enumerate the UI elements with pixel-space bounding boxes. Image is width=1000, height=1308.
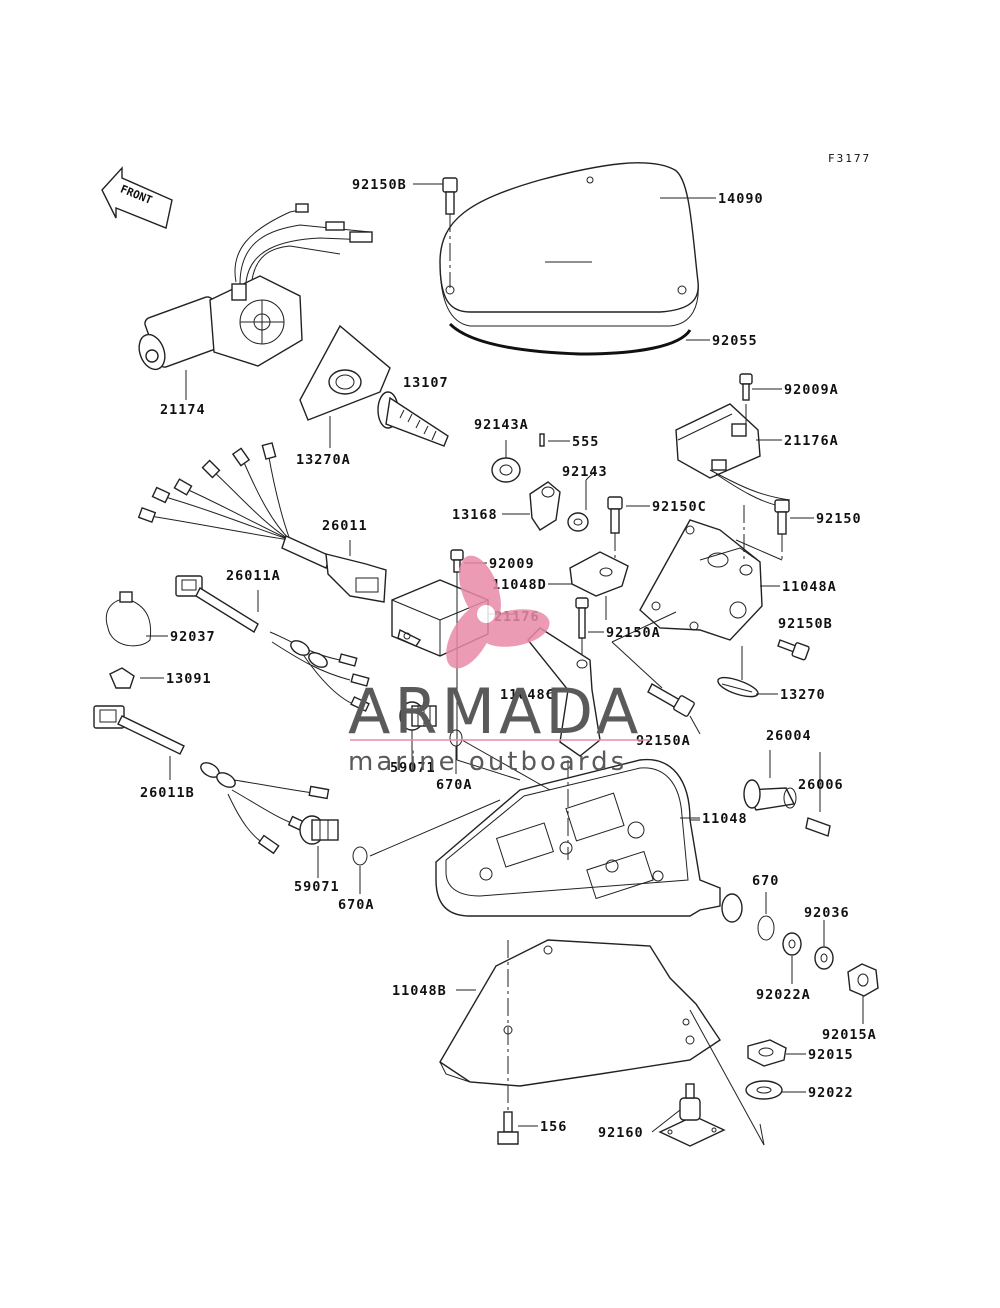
part-label: 92009A [784,382,839,398]
bolt-156-drawing [497,1111,519,1145]
shaft-13107-drawing [377,391,449,447]
pin-13270-drawing [717,646,759,698]
band-92037-drawing [105,591,152,647]
part-label: 26011B [140,785,195,801]
part-label: 13091 [166,671,212,687]
part-label: 92143A [474,417,529,433]
part-label: 11048C [500,687,555,703]
bolt-92009-drawing [450,549,464,760]
watermark: ARMADA marine outboards [348,555,650,777]
nut-92015-drawing [747,1039,787,1067]
harness-26011-drawing [137,442,387,603]
part-label: 11048 [702,811,748,827]
washer-92022A-drawing [782,932,802,956]
part-label: 670 [752,873,779,889]
part-label: 670A [338,897,375,913]
switch-21176A-drawing [675,403,791,507]
nut-92015A-drawing [847,963,879,997]
propeller-logo-icon [446,555,550,669]
motor-21174-drawing [138,203,373,400]
part-label: 26006 [798,777,844,793]
part-label: 92036 [804,905,850,921]
part-label: 92009 [489,556,535,572]
part-label: 14090 [718,191,764,207]
part-label: 11048D [492,577,547,593]
case-11048-drawing [435,758,743,923]
part-label: 92150 [816,511,862,527]
seal-92055-drawing [448,322,692,356]
plate-13270A-drawing [299,324,391,448]
harness-26011B-drawing [93,705,330,855]
part-label: 92143 [562,464,608,480]
bolt-92009A-drawing [739,373,753,401]
bolt-92150A-lower-drawing [647,683,695,717]
part-label: 92022A [756,987,811,1003]
part-label: 11048A [782,579,837,595]
part-label: 13270 [780,687,826,703]
part-label: 21174 [160,402,206,418]
clamp-13091-drawing [109,667,135,689]
bolt-92150B-drawing [442,177,458,288]
oring-670A-b-drawing [352,846,368,866]
part-label: 92150A [606,625,661,641]
harness-26011A-drawing [175,575,370,712]
bolt-92150C-drawing [607,496,623,560]
part-label: 26011A [226,568,281,584]
part-label: 92055 [712,333,758,349]
part-label: 555 [572,434,599,450]
part-label: 156 [540,1119,567,1135]
watermark-tagline: marine outboards [348,747,627,777]
part-label: 21176A [784,433,839,449]
part-label: 26004 [766,728,812,744]
part-label: 13270A [296,452,351,468]
part-label: 92015A [822,1027,877,1043]
front-arrow-icon: FRONT [101,166,173,229]
part-label: 92150B [352,177,407,193]
oring-670-drawing [757,915,775,941]
washer-92022-drawing [745,1080,783,1100]
part-label: 92037 [170,629,216,645]
part-label: 59071 [390,760,436,776]
washer-92143-drawing [567,512,589,532]
sensor-59071-b-drawing [299,815,339,845]
pin-26006-drawing [805,817,831,837]
plate-11048B-drawing [439,939,721,1110]
pin-555-drawing [539,433,545,447]
part-label: 13168 [452,507,498,523]
part-label: 670A [436,777,473,793]
part-label: 26011 [322,518,368,534]
bolt-92150-drawing [774,499,790,535]
collar-92143A-drawing [491,457,521,483]
part-label: 92150B [778,616,833,632]
washer-92036-drawing [814,946,834,970]
fitting-26004-drawing [743,750,797,811]
mount-92160-drawing [658,1083,726,1147]
part-labels: 92150B 14090 92055 21174 13107 13270A 92… [140,177,877,1141]
part-label: 13107 [403,375,449,391]
part-label: 92150C [652,499,707,515]
part-label: 92160 [598,1125,644,1141]
part-label: 59071 [294,879,340,895]
cover-14090-drawing [439,162,699,356]
bolt-92150B-right-drawing [777,639,810,661]
bracket-11048A-drawing [639,505,783,641]
figure-code: F3177 [828,152,871,165]
part-label: 11048B [392,983,447,999]
part-label: 92015 [808,1047,854,1063]
lever-13168-drawing [529,481,561,531]
bolt-92150A-mid-drawing [575,597,589,668]
part-label: 92022 [808,1085,854,1101]
part-label: 92150A [636,733,691,749]
watermark-brand: ARMADA [348,675,642,748]
